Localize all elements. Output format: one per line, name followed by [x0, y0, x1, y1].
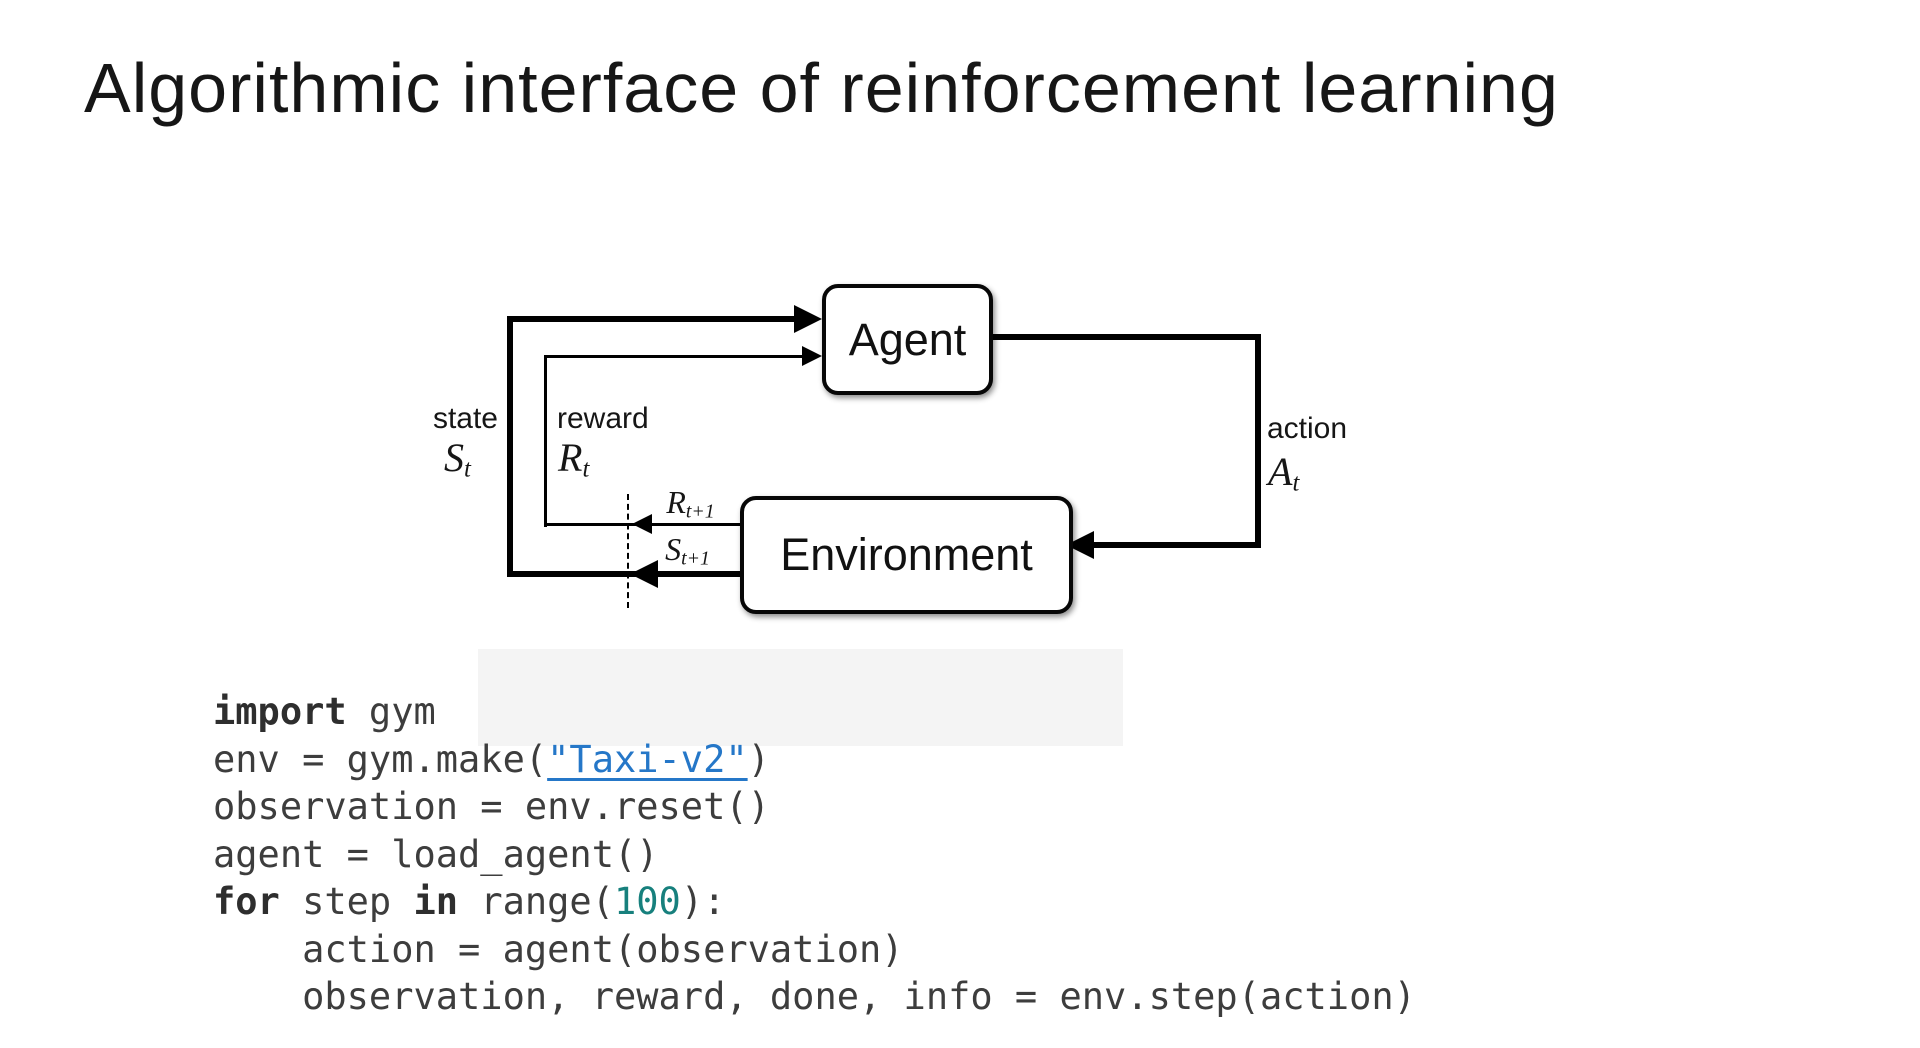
code-text: observation, reward, done, info = env.st…	[213, 975, 1416, 1018]
taxi-v2-link[interactable]: "Taxi-v2"	[547, 737, 748, 781]
environment-box-label: Environment	[780, 529, 1033, 580]
state-arrowhead-icon	[794, 305, 822, 333]
code-keyword: import	[213, 690, 347, 733]
code-keyword: for	[213, 880, 280, 923]
action-symbol: At	[1268, 449, 1300, 497]
agent-box: Agent	[822, 284, 993, 395]
state-arrow-line	[510, 316, 798, 322]
code-text: )	[747, 737, 770, 781]
time-step-dashed-line	[627, 494, 629, 608]
code-line: import gym	[213, 688, 1416, 736]
code-highlight-background	[478, 649, 1123, 746]
reward-arrow-line	[546, 355, 806, 358]
code-text: env = gym.make(	[213, 737, 548, 781]
code-line: observation = env.reset()	[213, 783, 1416, 831]
next-state-arrowhead-icon	[630, 560, 658, 588]
code-text: ):	[680, 880, 726, 923]
code-text: agent = load_agent()	[213, 832, 659, 876]
reward-arrowhead-icon	[802, 346, 822, 366]
action-label: action	[1267, 412, 1348, 445]
action-arrow-line	[1085, 542, 1261, 548]
code-line: action = agent(observation)	[213, 926, 1416, 974]
next-state-arrow-line	[507, 571, 740, 577]
code-number: 100	[613, 880, 681, 923]
environment-box: Environment	[740, 496, 1073, 614]
code-line: for step in range(100):	[213, 878, 1416, 926]
reward-symbol: Rt	[558, 435, 590, 483]
state-label: state	[432, 402, 498, 435]
code-text: gym	[346, 690, 436, 733]
code-line: agent = load_agent()	[213, 831, 1416, 879]
state-loop-vertical-line	[507, 316, 513, 577]
agent-box-label: Agent	[848, 313, 967, 365]
reward-label: reward	[557, 402, 649, 435]
code-text: range(	[458, 880, 614, 923]
code-text: observation = env.reset()	[213, 785, 770, 828]
code-line: observation, reward, done, info = env.st…	[213, 973, 1416, 1021]
action-loop-vertical-line	[1255, 334, 1261, 548]
state-symbol: St	[444, 435, 471, 483]
reward-loop-vertical-line	[544, 355, 547, 527]
next-reward-arrowhead-icon	[632, 514, 652, 534]
next-reward-symbol: Rt+1	[666, 484, 715, 523]
code-text: action = agent(observation)	[213, 927, 904, 971]
next-state-symbol: St+1	[665, 531, 710, 570]
code-line: env = gym.make("Taxi-v2")	[213, 736, 1416, 784]
slide-title: Algorithmic interface of reinforcement l…	[84, 49, 1559, 127]
code-text: step	[279, 880, 414, 923]
action-loop-top-line	[985, 334, 1261, 340]
code-keyword: in	[413, 880, 459, 923]
